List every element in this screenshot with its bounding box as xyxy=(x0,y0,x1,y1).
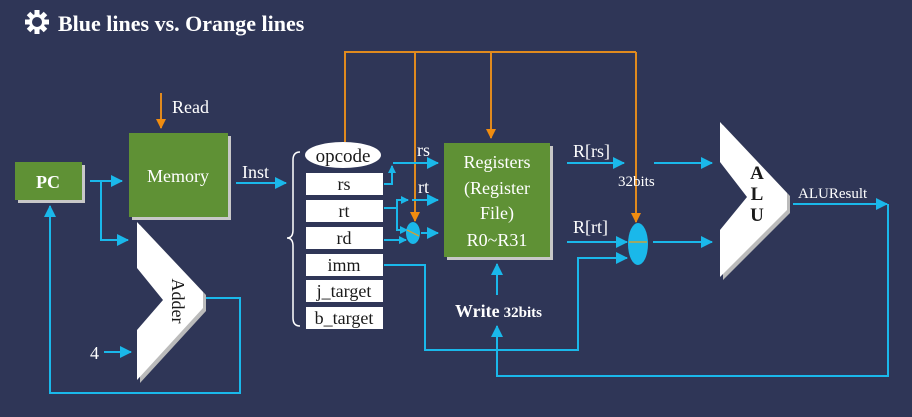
field-imm xyxy=(306,254,383,276)
field-imm-label: imm xyxy=(327,255,360,275)
adder-label: Adder xyxy=(168,279,188,324)
rt-up-line xyxy=(384,196,409,209)
alusrc-mux xyxy=(628,223,648,265)
register-file xyxy=(444,143,550,257)
inst-label: Inst xyxy=(242,162,269,182)
alu-label-l: L xyxy=(751,184,764,205)
pc-label: PC xyxy=(36,172,60,192)
write-label: Write 32bits xyxy=(455,301,542,321)
r-rt-label: R[rt] xyxy=(573,217,608,237)
adder xyxy=(137,222,203,380)
memory-label: Memory xyxy=(147,166,209,186)
field-rs xyxy=(306,173,383,195)
alu-label-u: U xyxy=(750,205,764,226)
pc-register xyxy=(15,162,82,200)
registers-label-line2: (Register xyxy=(464,178,530,199)
bits-label: 32bits xyxy=(618,174,655,190)
imm-to-mux-line xyxy=(384,252,628,351)
instruction-fields xyxy=(306,173,383,329)
r-rs-label: R[rs] xyxy=(573,141,610,161)
rs-label: rs xyxy=(417,140,430,160)
alu-result-writeback-line xyxy=(491,204,889,377)
alu xyxy=(720,122,787,277)
alu-result-label: ALUResult xyxy=(798,186,868,202)
adder-to-pc-line xyxy=(44,205,241,394)
field-opcode xyxy=(305,142,381,168)
page-title: Blue lines vs. Orange lines xyxy=(58,11,305,36)
pc-to-adder-line xyxy=(100,181,129,246)
registers-label-line4: R0~R31 xyxy=(467,230,528,250)
field-b-target xyxy=(306,307,383,329)
field-rt-label: rt xyxy=(339,201,350,221)
regdst-mux-switch xyxy=(406,229,420,237)
field-j-target-label: j_target xyxy=(316,281,372,301)
rt-to-mux-line xyxy=(396,208,408,234)
field-rd xyxy=(306,227,383,249)
gear-icon xyxy=(25,10,49,34)
field-b-target-label: b_target xyxy=(315,308,374,328)
rt-label: rt xyxy=(418,177,429,197)
field-rs-label: rs xyxy=(338,174,351,194)
control-line-opcode xyxy=(344,51,636,142)
field-rt xyxy=(306,200,383,222)
instruction-brace xyxy=(286,151,301,327)
registers-label-line3: File) xyxy=(480,203,514,224)
constant-four-label: 4 xyxy=(90,343,99,363)
field-j-target xyxy=(306,280,383,302)
registers-label-line1: Registers xyxy=(464,152,531,172)
read-label: Read xyxy=(172,97,209,117)
instruction-memory xyxy=(129,133,228,217)
field-opcode-label: opcode xyxy=(316,146,371,167)
alu-label-a: A xyxy=(750,163,764,184)
field-rd-label: rd xyxy=(337,228,352,248)
rs-up-line xyxy=(384,165,396,185)
